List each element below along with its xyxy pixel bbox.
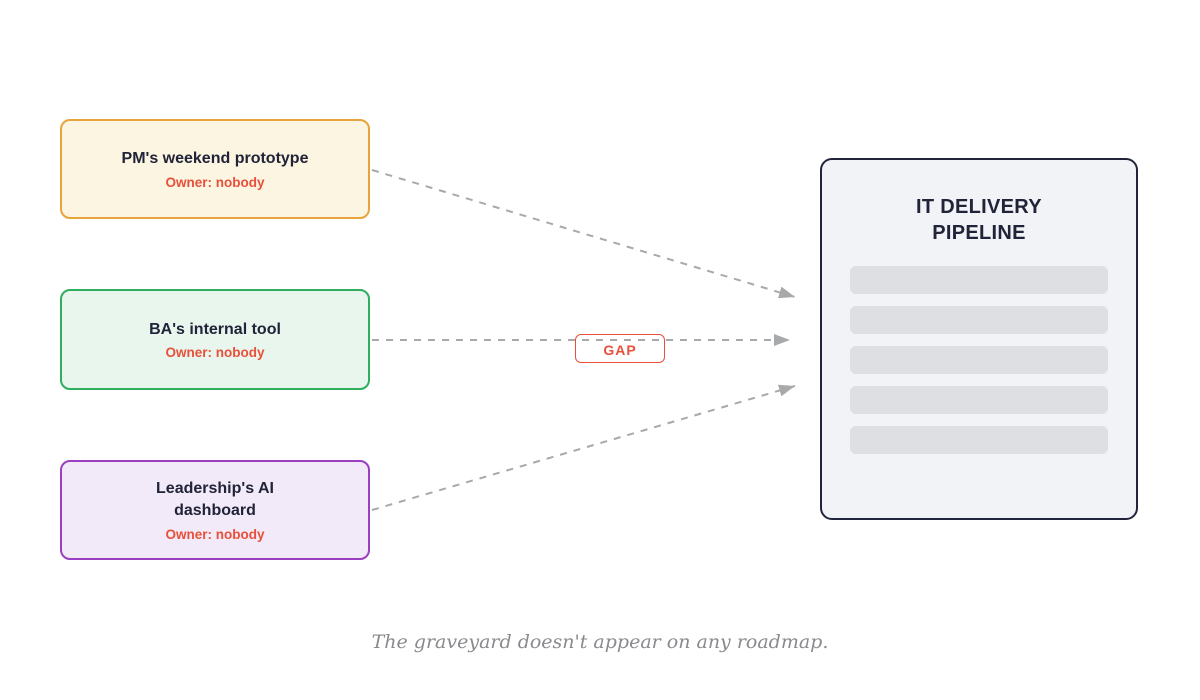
pipeline-placeholder-list [850, 266, 1108, 454]
node-title: Leadership's AI dashboard [156, 480, 274, 519]
pipeline-placeholder-bar [850, 426, 1108, 454]
node-ba-internal-tool: BA's internal tool Owner: nobody [60, 289, 370, 390]
pipeline-placeholder-bar [850, 266, 1108, 294]
node-title: BA's internal tool [149, 320, 281, 338]
node-it-delivery-pipeline: IT DELIVERY PIPELINE [820, 158, 1138, 520]
node-title: PM's weekend prototype [121, 150, 309, 168]
pipeline-placeholder-bar [850, 306, 1108, 334]
arrow-leadership-to-pipeline [371, 384, 796, 511]
node-pm-weekend-prototype: PM's weekend prototype Owner: nobody [60, 119, 370, 219]
node-owner-label: Owner: nobody [165, 526, 265, 542]
caption: The graveyard doesn't appear on any road… [371, 631, 829, 653]
pipeline-placeholder-bar [850, 346, 1108, 374]
arrow-pm-to-pipeline [371, 169, 796, 299]
pipeline-placeholder-bar [850, 386, 1108, 414]
pipeline-title: IT DELIVERY PIPELINE [916, 196, 1042, 244]
node-owner-label: Owner: nobody [165, 345, 265, 361]
node-leadership-ai-dashboard: Leadership's AI dashboard Owner: nobody [60, 460, 370, 560]
gap-badge: GAP [575, 334, 665, 363]
node-owner-label: Owner: nobody [165, 174, 265, 190]
